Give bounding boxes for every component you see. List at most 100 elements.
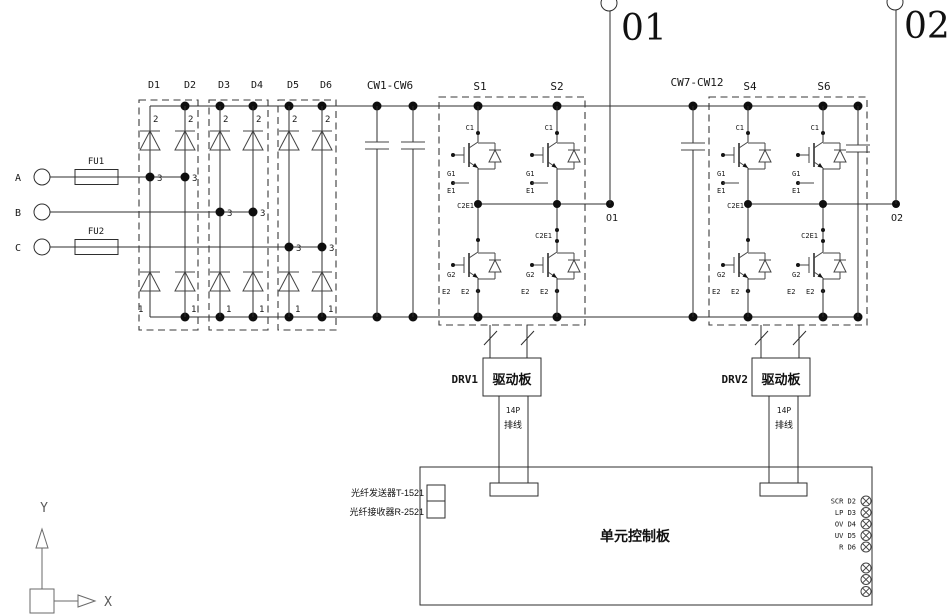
o1-node-label: O1 [606, 213, 618, 224]
diode-leg-d2: 2 3 1 [174, 106, 197, 317]
led-spare-1 [860, 562, 872, 574]
module-label-d5: D5 [287, 80, 299, 91]
pin-3: 3 [192, 174, 197, 184]
s1s2-box [438, 96, 586, 326]
drv2-board-name: 驱动板 [761, 372, 801, 387]
led-spare-3 [860, 586, 872, 597]
pin-e1: E1 [792, 187, 800, 195]
drv1-board-name: 驱动板 [492, 372, 532, 387]
phase-b-terminal [33, 203, 51, 221]
driver-drv2: DRV2 驱动板 14P 排线 [722, 325, 811, 497]
led-label-r-d6: R D6 [839, 544, 856, 552]
pin-g2: G2 [792, 271, 800, 279]
pin-1: 1 [328, 305, 333, 315]
ucs-x-label: X [104, 595, 112, 610]
capacitor-bank-left: CW1-CW6 [364, 79, 426, 317]
control-board-box [419, 466, 873, 606]
drv1-label: DRV1 [452, 373, 479, 386]
pin-c1: C1 [545, 124, 553, 132]
module-label-d4: D4 [251, 80, 263, 91]
pin-g1: G1 [792, 170, 800, 178]
rectifier-section: D1 D2 D3 D4 D5 D6 2 3 1 2 3 1 2 [138, 80, 337, 331]
pin-2: 2 [153, 115, 158, 125]
phase-b-label: B [15, 208, 21, 219]
pin-e2: E2 [787, 288, 795, 296]
pin-e2: E2 [461, 288, 469, 296]
diode-leg-d4: 2 3 1 [242, 106, 265, 317]
module-label-d2: D2 [184, 80, 196, 91]
pin-3: 3 [329, 244, 334, 254]
diode-leg-d3: 2 3 1 [209, 106, 232, 317]
o2-node-label: O2 [891, 213, 903, 224]
led-d5 [860, 530, 872, 541]
s4s6-box [708, 96, 868, 326]
module-label-d3: D3 [218, 80, 230, 91]
pin-3: 3 [296, 244, 301, 254]
pin-2: 2 [325, 115, 330, 125]
phase-a-terminal [33, 168, 51, 186]
pin-1: 1 [191, 305, 196, 315]
o1-terminal [600, 0, 618, 12]
pin-2: 2 [188, 115, 193, 125]
led-label-scr-d2: SCR D2 [831, 498, 856, 506]
ucs-axis-icon: Y X [29, 501, 112, 614]
module-label-s4: S4 [743, 80, 757, 93]
phase-c-terminal [33, 238, 51, 256]
pin-e1: E1 [526, 187, 534, 195]
pin-3: 3 [227, 209, 232, 219]
drv1-cable-label2: 排线 [504, 419, 522, 430]
fuse2-label: FU2 [88, 227, 104, 237]
pin-e2: E2 [442, 288, 450, 296]
led-d2 [860, 495, 872, 507]
drv1-board-box [482, 357, 542, 397]
pin-2: 2 [223, 115, 228, 125]
pin-e1: E1 [717, 187, 725, 195]
led-d4 [860, 518, 872, 530]
igbt-leg-s2: C1 G1 E1 C2E1 G2 E2 E2 [521, 106, 581, 317]
fiber-tx-port [426, 484, 446, 502]
diode-leg-d1: 2 3 1 [138, 106, 162, 317]
driver-drv1: DRV1 驱动板 14P 排线 [452, 325, 542, 497]
pin-e2: E2 [712, 288, 720, 296]
module-label-d6: D6 [320, 80, 332, 91]
module-label-s1: S1 [473, 80, 486, 93]
pin-c2e1: C2E1 [801, 232, 818, 240]
pin-c1: C1 [736, 124, 744, 132]
drv2-board-box [751, 357, 811, 397]
control-board: 单元控制板 光纤发送器T-1521 光纤接收器R-2521 SCR D2 LP … [349, 466, 873, 606]
diode-module-box-3 [277, 99, 337, 331]
output-o2: O2 02 [744, 0, 950, 224]
pin-1: 1 [295, 305, 300, 315]
inverter-module-s4s6: S4 S6 C1 G1 E1 C2E1 G2 E2 E2 C1 [708, 80, 868, 326]
ucs-y-label: Y [40, 501, 48, 516]
led-label-ov-d4: OV D4 [835, 521, 856, 529]
pin-e1: E1 [447, 187, 455, 195]
fiber-rx-label: 光纤接收器R-2521 [349, 506, 424, 517]
pin-2: 2 [292, 115, 297, 125]
pin-3: 3 [157, 174, 162, 184]
module-label-s2: S2 [550, 80, 563, 93]
diode-leg-d6: 2 3 1 [311, 106, 334, 317]
pin-2: 2 [256, 115, 261, 125]
fiber-tx-label: 光纤发送器T-1521 [351, 487, 424, 498]
o2-big-label: 02 [904, 6, 950, 47]
pin-1: 1 [226, 305, 231, 315]
o2-terminal [886, 0, 904, 11]
pin-g2: G2 [447, 271, 455, 279]
drv2-connector [759, 482, 808, 497]
pin-g1: G1 [526, 170, 534, 178]
led-label-lp-d3: LP D3 [835, 509, 856, 517]
led-d3 [860, 507, 872, 518]
igbt-leg-s6: C1 G1 E1 C2E1 G2 E2 E2 [787, 106, 847, 317]
phase-inputs: A B C FU1 FU2 [15, 157, 322, 256]
pin-c2e1: C2E1 [535, 232, 552, 240]
diode-module-box-1 [138, 99, 199, 331]
fuse-fu1: FU1 [74, 157, 119, 185]
cap-bank2-label: CW7-CW12 [671, 76, 724, 89]
fuse-fu2: FU2 [74, 227, 119, 255]
pin-g1: G1 [717, 170, 725, 178]
phase-a-label: A [15, 173, 21, 184]
drv2-cable-label: 14P [777, 406, 792, 415]
drv2-label: DRV2 [722, 373, 749, 386]
